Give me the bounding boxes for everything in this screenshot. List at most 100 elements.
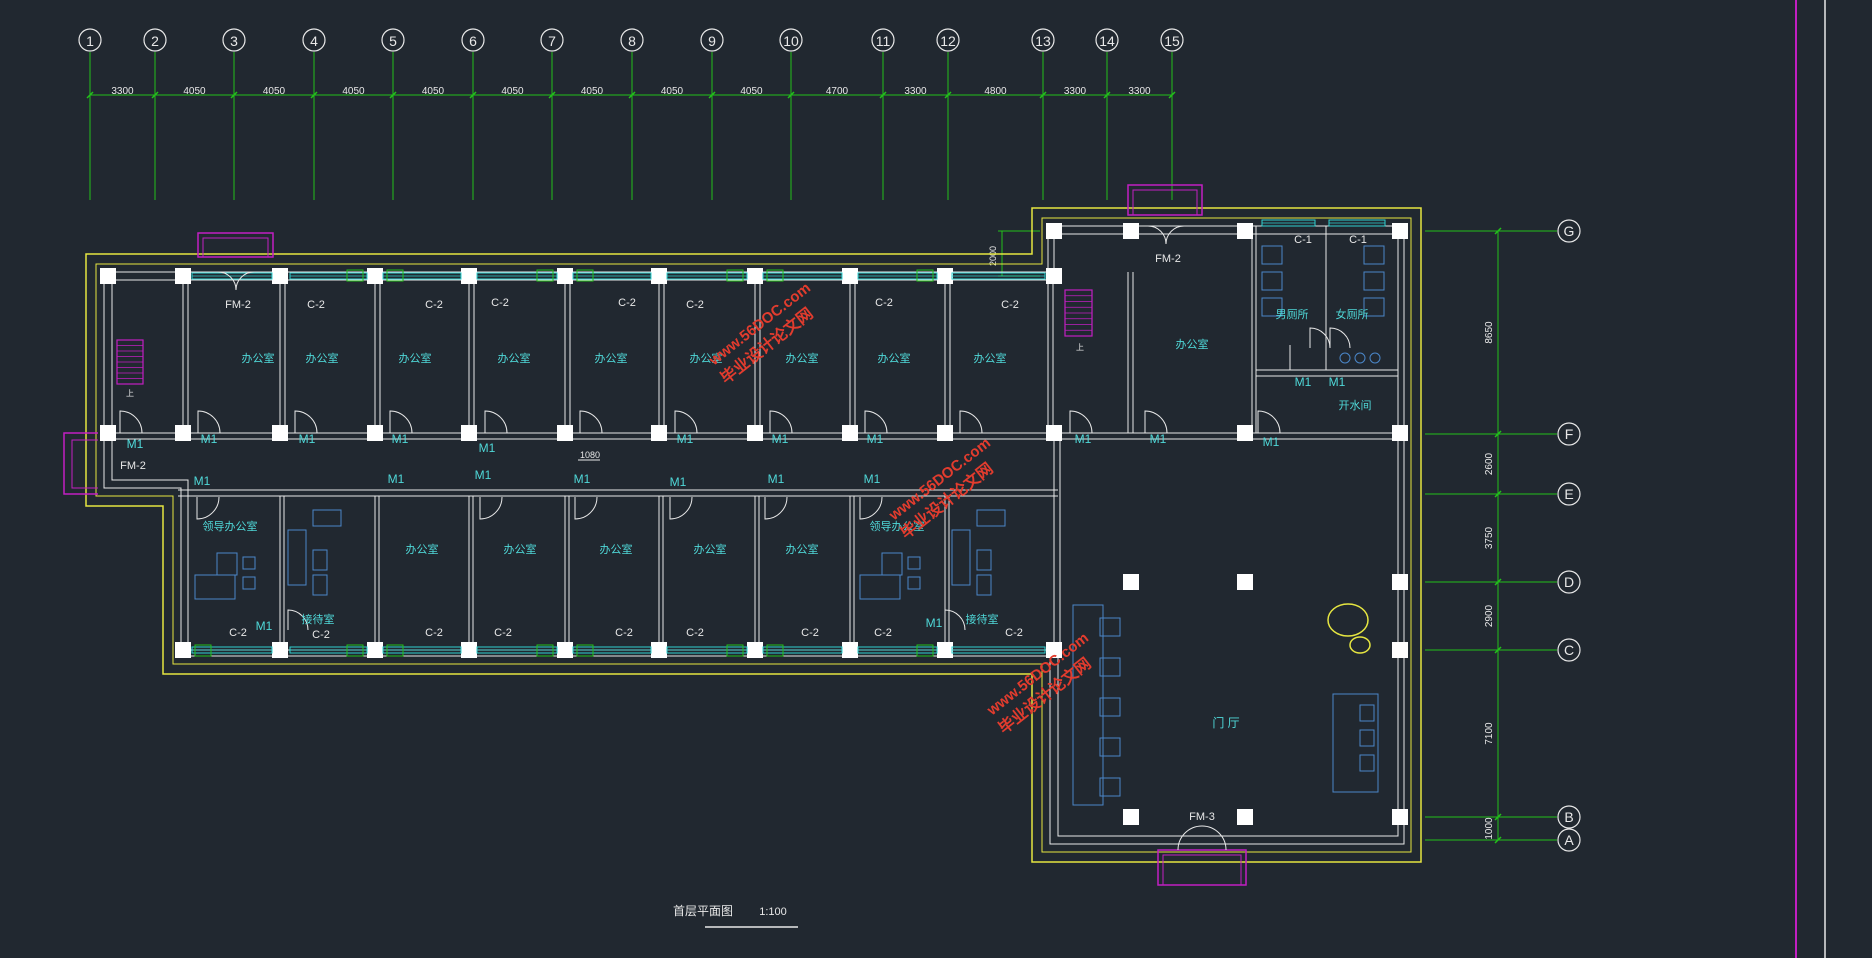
column <box>1046 268 1062 284</box>
washbasin <box>1339 352 1351 364</box>
window-tag-c2: C-2 <box>312 629 330 641</box>
door-tag-fm2: FM-2 <box>1155 253 1181 265</box>
door-m1 <box>674 410 698 434</box>
dim-tick <box>879 91 887 99</box>
axis-label-top: 10 <box>783 33 799 49</box>
window-grille <box>536 269 554 282</box>
door-tag-m1: M1 <box>1263 435 1280 449</box>
hall-sofa <box>1072 604 1104 806</box>
window-tag-c2: C-2 <box>686 299 704 311</box>
door-tag-m1: M1 <box>574 472 591 486</box>
window-tag-c2: C-2 <box>875 297 893 309</box>
axis-label-top: 13 <box>1035 33 1051 49</box>
entrance-fm2-west-inner <box>71 439 98 489</box>
hall-chair <box>1099 777 1121 797</box>
room-label-office: 办公室 <box>694 542 727 556</box>
door-m1 <box>287 609 309 631</box>
window-grille <box>386 644 404 657</box>
door-m1 <box>479 496 503 520</box>
axis-bubble <box>78 28 102 52</box>
axis-bubble <box>779 28 803 52</box>
room-label-office: 办公室 <box>600 542 633 556</box>
axis-bubble <box>222 28 246 52</box>
axis-bubble <box>1160 28 1184 52</box>
dim-tick <box>1494 836 1502 844</box>
dim-tick <box>1103 91 1111 99</box>
hall-chair <box>1359 729 1375 747</box>
door-m1 <box>196 496 220 520</box>
room-label-office: 办公室 <box>1176 337 1209 351</box>
column <box>461 425 477 441</box>
axis-label-top: 9 <box>708 33 716 49</box>
window-tag-c2: C-2 <box>491 297 509 309</box>
dim-tick <box>389 91 397 99</box>
window-grille <box>726 269 744 282</box>
door-m1 <box>1144 410 1168 434</box>
toilet-stall <box>1363 245 1385 265</box>
door-fm2 <box>1147 225 1185 245</box>
column <box>461 268 477 284</box>
dimension-value: 3750 <box>1484 526 1495 549</box>
dimension-value: 4050 <box>422 86 445 97</box>
door-tag-fm2: FM-2 <box>120 460 146 472</box>
chair <box>242 576 256 590</box>
dimension-value: 4050 <box>342 86 365 97</box>
column <box>557 425 573 441</box>
reception-sofa <box>287 529 307 586</box>
column <box>1123 809 1139 825</box>
column <box>747 425 763 441</box>
room-label-office: 办公室 <box>690 351 723 365</box>
dimension-value: 1080 <box>580 450 600 460</box>
reception-sofa <box>951 529 971 586</box>
dimension-value: 3300 <box>111 86 134 97</box>
wall-layer <box>85 207 1422 863</box>
dimension-value: 7100 <box>1484 722 1495 745</box>
toilet-stall <box>1261 271 1283 291</box>
dimension-value: 4800 <box>984 86 1007 97</box>
hall-sofa <box>1332 693 1379 793</box>
axis-bubble <box>1557 422 1581 446</box>
room-label-office: 办公室 <box>595 351 628 365</box>
column <box>1237 809 1253 825</box>
armchair <box>312 549 328 571</box>
chair <box>907 556 921 570</box>
axis-label-right: F <box>1565 426 1574 442</box>
axis-label-top: 6 <box>469 33 477 49</box>
axis-label-right: B <box>1564 809 1573 825</box>
axis-bubble <box>381 28 405 52</box>
door-m1 <box>1257 410 1281 434</box>
axis-bubble <box>936 28 960 52</box>
axis-label-top: 7 <box>548 33 556 49</box>
dimension-value: 2000 <box>988 246 998 266</box>
column <box>842 425 858 441</box>
axis-bubble <box>1557 219 1581 243</box>
room-label-office: 办公室 <box>786 351 819 365</box>
room-label-office: 办公室 <box>504 542 537 556</box>
dimension-value: 4050 <box>183 86 206 97</box>
axis-bubble <box>1557 570 1581 594</box>
sofa <box>312 509 342 527</box>
dimension-value: 3300 <box>1064 86 1087 97</box>
axis-label-top: 8 <box>628 33 636 49</box>
column <box>1392 425 1408 441</box>
door-tag-m1: M1 <box>1075 432 1092 446</box>
door-fm3 <box>1177 825 1227 851</box>
door-tag-m1: M1 <box>768 472 785 486</box>
washbasin <box>1369 352 1381 364</box>
column <box>1123 574 1139 590</box>
door-m1 <box>1069 410 1093 434</box>
outer-wall-outline <box>85 207 1422 863</box>
room-label-office: 办公室 <box>878 351 911 365</box>
room-label-wc: 男厕所 <box>1276 308 1309 321</box>
hall-chair <box>1099 617 1121 637</box>
column <box>1392 223 1408 239</box>
door-tag-m1: M1 <box>392 432 409 446</box>
column <box>747 268 763 284</box>
column <box>367 425 383 441</box>
column <box>100 268 116 284</box>
door-tag-m1: M1 <box>864 472 881 486</box>
column <box>272 425 288 441</box>
column <box>367 268 383 284</box>
axis-label-top: 12 <box>940 33 956 49</box>
